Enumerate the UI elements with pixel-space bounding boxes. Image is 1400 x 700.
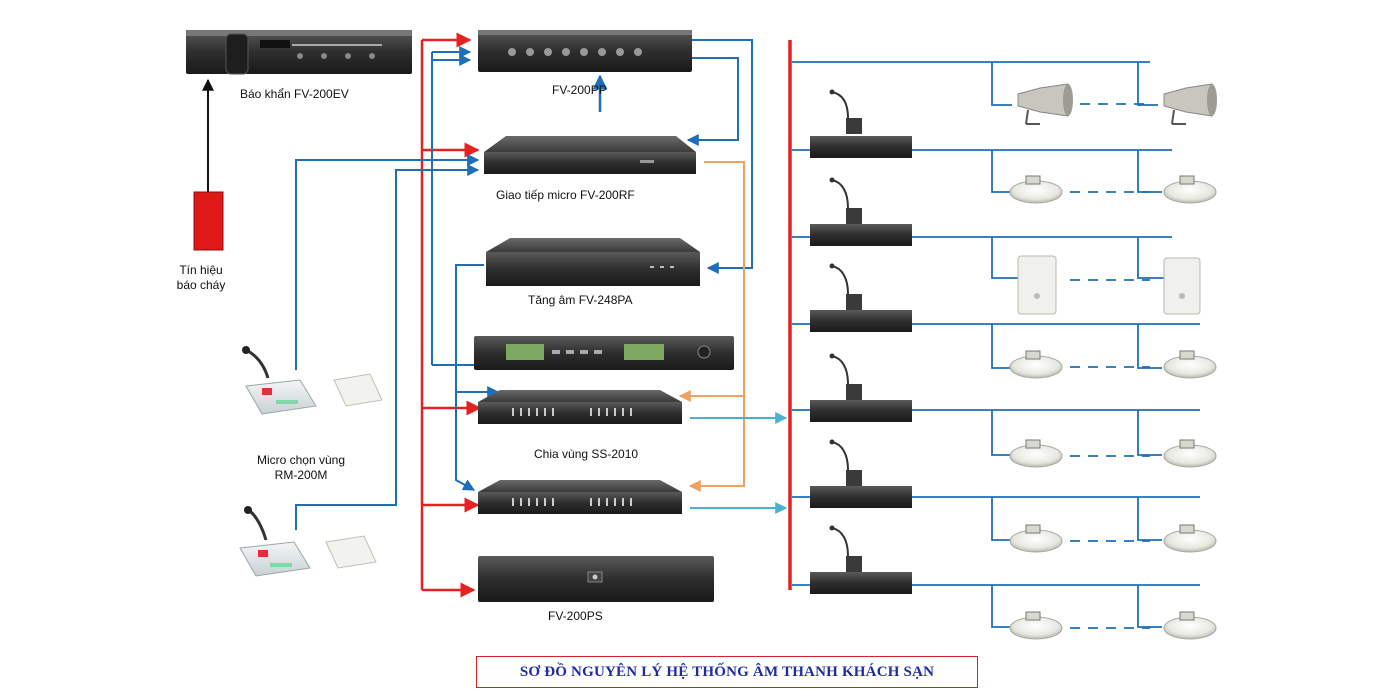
label-fv-200rf: Giao tiếp micro FV-200RF xyxy=(496,188,635,202)
zone-microphone-2 xyxy=(239,506,377,577)
ceiling-speaker-icon xyxy=(1009,611,1063,640)
diagram-title: SƠ ĐỒ NGUYÊN LÝ HỆ THỐNG ÂM THANH KHÁCH … xyxy=(519,663,935,680)
fv-200rf-unit xyxy=(484,136,696,174)
horn-speakers xyxy=(1017,83,1217,125)
wall-speaker-icon xyxy=(1017,255,1057,315)
ceiling-speaker-icon xyxy=(1163,611,1217,640)
horn-speaker-icon xyxy=(1163,83,1217,125)
ceiling-speaker-icon xyxy=(1163,524,1217,553)
zone-amp-4 xyxy=(810,353,912,422)
ceiling-speaker-icon xyxy=(1009,524,1063,553)
fire-signal-box xyxy=(193,191,224,251)
ceiling-speaker-icon xyxy=(1163,439,1217,468)
label-fire-signal: Tín hiệu báo cháy xyxy=(176,263,226,293)
ceiling-speaker-icon xyxy=(1163,175,1217,204)
fv-200pp-unit xyxy=(478,30,692,72)
zone-amplifiers xyxy=(810,89,912,594)
wall-speakers xyxy=(1017,255,1201,315)
zone-amp-5 xyxy=(810,439,912,508)
wiring xyxy=(202,32,1200,629)
zone-microphone-1 xyxy=(242,346,383,415)
label-fv-200pp: FV-200PP xyxy=(552,83,607,97)
ceiling-speaker-icon xyxy=(1009,439,1063,468)
fire-signal-line-2: báo cháy xyxy=(176,278,226,292)
zone-amp-2 xyxy=(810,177,912,246)
player-unit xyxy=(474,336,734,370)
fv-200ps-unit xyxy=(478,556,714,602)
zone-mic-line-1: Micro chọn vùng xyxy=(256,453,346,467)
label-fv-200ps: FV-200PS xyxy=(548,609,603,623)
wall-speaker-icon xyxy=(1163,257,1201,315)
ceiling-speaker-icon xyxy=(1163,350,1217,379)
zone-mic-line-2: RM-200M xyxy=(274,468,328,482)
fire-signal-line-1: Tín hiệu xyxy=(179,263,223,277)
label-zone-mic: Micro chọn vùng RM-200M xyxy=(246,453,356,483)
ceiling-speakers xyxy=(1009,175,1217,640)
ss-2010-unit xyxy=(478,390,682,424)
ceiling-speaker-icon xyxy=(1009,175,1063,204)
ceiling-speaker-icon xyxy=(1009,350,1063,379)
diagram-title-frame: SƠ ĐỒ NGUYÊN LÝ HỆ THỐNG ÂM THANH KHÁCH … xyxy=(476,656,978,688)
label-ss-2010: Chia vùng SS-2010 xyxy=(534,447,639,461)
fv-200ev-unit xyxy=(186,30,412,75)
label-fv-248pa: Tăng âm FV-248PA xyxy=(528,293,633,307)
zone-selector-unit-2 xyxy=(478,480,682,514)
label-emergency: Báo khẩn FV-200EV xyxy=(240,87,349,101)
fv-248pa-unit xyxy=(486,238,700,286)
zone-amp-3 xyxy=(810,263,912,332)
zone-amp-1 xyxy=(810,89,912,158)
horn-speaker-icon xyxy=(1017,83,1073,125)
zone-amp-6 xyxy=(810,525,912,594)
